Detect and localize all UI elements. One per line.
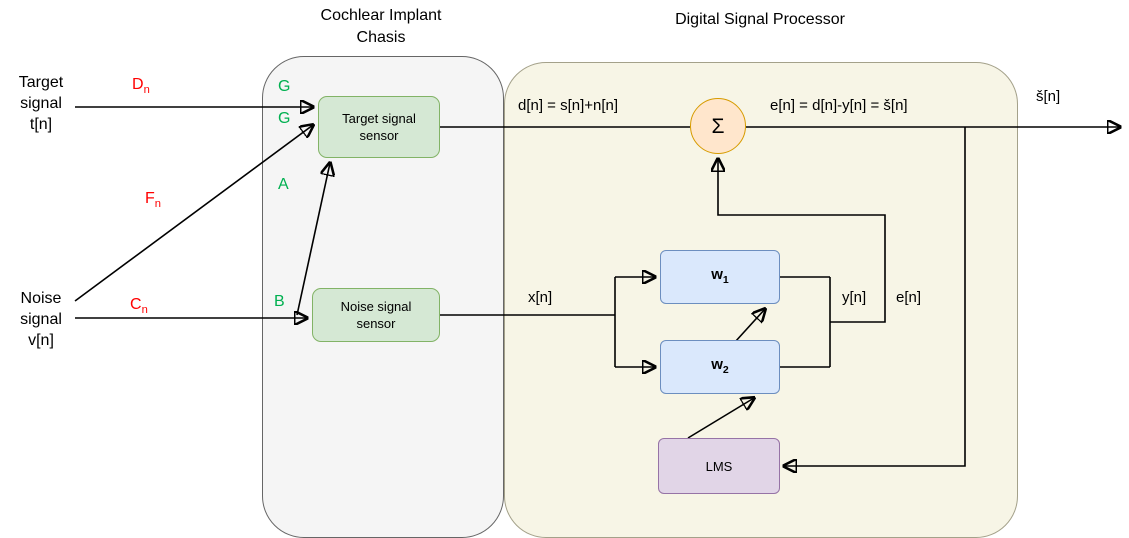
lms-block: LMS (658, 438, 780, 494)
target-signal-input-label: Target signal t[n] (18, 74, 64, 133)
signal-label-e: e[n] (896, 289, 922, 306)
target-signal-sensor-block: Target signal sensor (318, 96, 440, 158)
signal-label-x: x[n] (528, 289, 553, 306)
chassis-title: Cochlear Implant Chasis (290, 5, 472, 49)
arrow-y-to-sum (718, 159, 886, 323)
arrow-error-feedback-to-lms (784, 127, 966, 466)
noise-signal-sensor-block: Noise signal sensor (312, 288, 440, 342)
arrow-w2-to-w1 (734, 309, 765, 343)
arrow-crossfeed-a (296, 163, 330, 316)
signal-label-e-equation: e[n] = d[n]-y[n] = š[n] (770, 97, 908, 114)
w1-filter-block: w1 (660, 250, 780, 304)
path-label-cn: Cn (130, 296, 148, 317)
path-label-dn: Dn (132, 76, 150, 97)
w2-filter-block: w2 (660, 340, 780, 394)
signal-label-s-output: š[n] (1036, 88, 1061, 105)
summation-node: Σ (690, 98, 746, 154)
gain-label-g2: G (278, 110, 291, 127)
dsp-title: Digital Signal Processor (675, 11, 845, 28)
signal-label-y: y[n] (842, 289, 867, 306)
arrow-lms-to-w2 (687, 398, 754, 439)
arrow-noise-to-target-sensor (74, 125, 313, 302)
signal-label-d-equation: d[n] = s[n]+n[n] (518, 97, 619, 114)
gain-label-a: A (278, 176, 289, 193)
noise-signal-input-label: Noise signal v[n] (20, 290, 62, 349)
gain-label-b: B (274, 293, 285, 310)
gain-label-g1: G (278, 78, 291, 95)
chassis-title-line1: Cochlear Implant (320, 7, 442, 24)
path-label-fn: Fn (145, 190, 162, 211)
chassis-title-line2: Chasis (356, 29, 406, 46)
